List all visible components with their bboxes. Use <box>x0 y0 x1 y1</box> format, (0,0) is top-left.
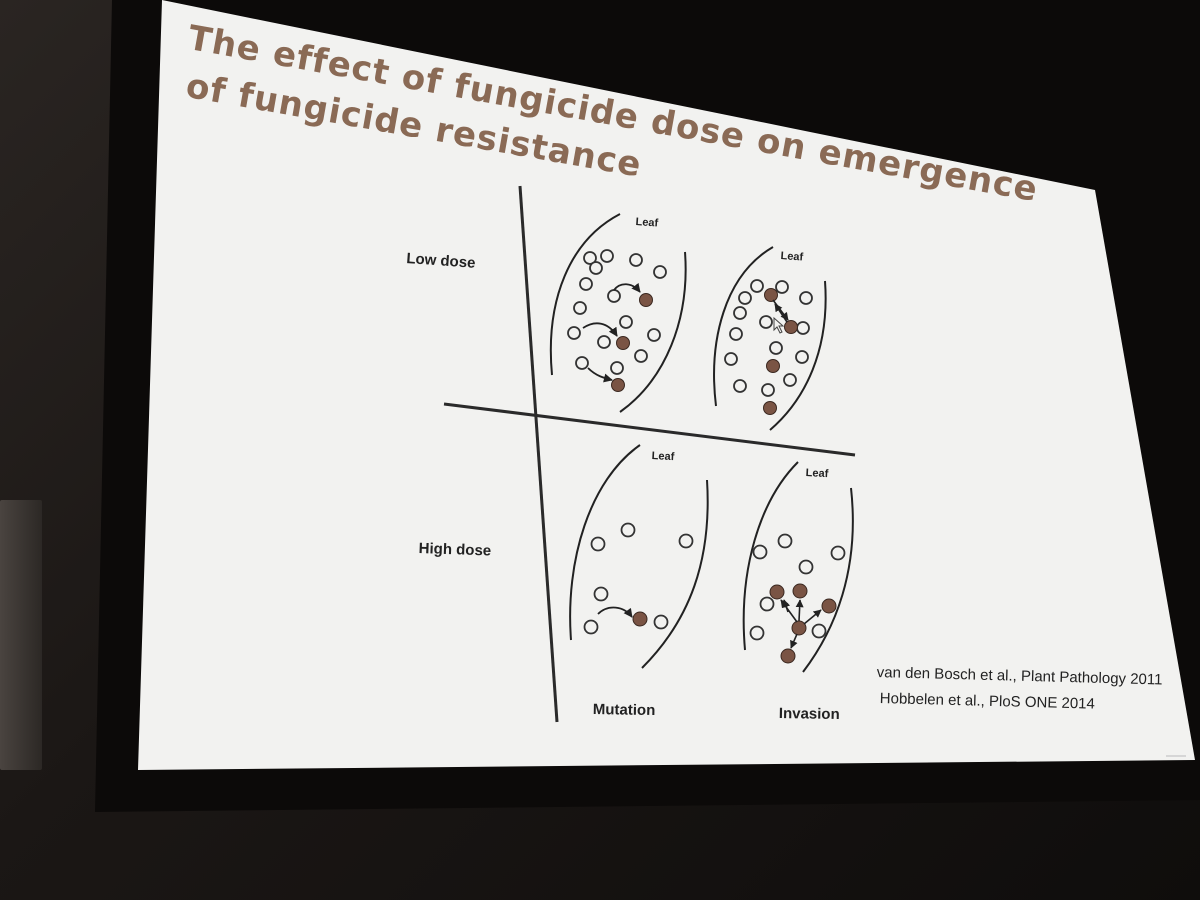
susceptible-spores <box>583 522 694 635</box>
mutation-arrows <box>597 606 633 618</box>
vertical-axis <box>518 185 559 723</box>
spread-arrows <box>772 299 789 323</box>
horizontal-axis <box>443 402 856 457</box>
leaf-low-mutation <box>549 213 687 413</box>
cursor-icon <box>773 316 785 334</box>
resistant-spores <box>763 288 798 415</box>
resistant-spores <box>611 293 653 392</box>
leaf-high-invasion <box>742 461 854 673</box>
leaf-high-mutation <box>569 444 709 669</box>
spread-arrows <box>780 599 822 649</box>
leaf-low-invasion <box>713 246 827 431</box>
resistant-spores <box>769 583 837 664</box>
mutation-arrows <box>582 282 641 383</box>
resistant-spores <box>632 611 648 627</box>
susceptible-spores <box>749 533 846 641</box>
side-post <box>0 500 42 770</box>
slide-surface <box>138 0 1195 770</box>
susceptible-spores <box>567 249 667 375</box>
susceptible-spores <box>724 279 813 397</box>
